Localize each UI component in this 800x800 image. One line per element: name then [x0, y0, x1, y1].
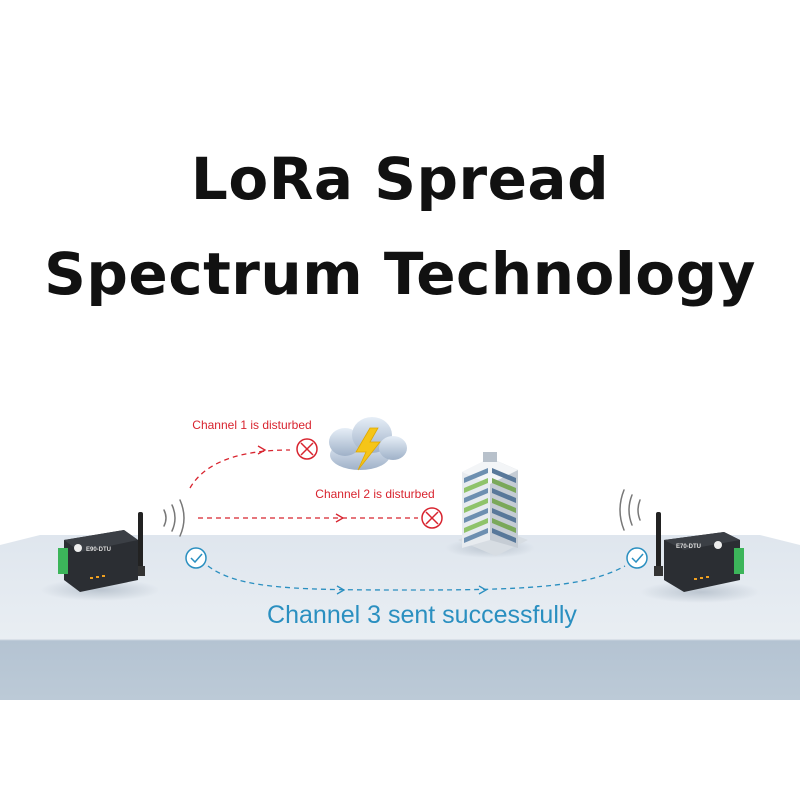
- building-window-band: [464, 478, 488, 493]
- building-window-band: [464, 528, 488, 543]
- right-lora-modem: E70-DTU: [640, 512, 760, 603]
- channel-1-label: Channel 1 is disturbed: [192, 418, 311, 432]
- left-lora-modem: E90-DTU: [40, 512, 160, 601]
- channel-1-path: [189, 445, 291, 489]
- channel-3-label: Channel 3 sent successfully: [267, 601, 577, 629]
- left-signal-waves-icon: [163, 499, 185, 537]
- channel-2-error-icon: [421, 507, 443, 529]
- channel-2-label: Channel 2 is disturbed: [315, 487, 434, 501]
- building-window-band: [464, 498, 488, 513]
- right-device-model: E70-DTU: [676, 544, 701, 550]
- right-signal-waves-icon: [619, 489, 641, 531]
- channel-1-error-icon: [296, 438, 318, 460]
- left-device-model: E90-DTU: [86, 547, 111, 553]
- channel-3-success-icon-right: [626, 547, 648, 569]
- page-title-line-2: Spectrum Technology: [44, 240, 756, 308]
- building-window-band: [464, 468, 488, 483]
- building-window-band: [464, 508, 488, 523]
- building-window-band: [464, 488, 488, 503]
- building-window-band: [492, 478, 516, 493]
- building-window-band: [492, 508, 516, 523]
- channel-3-path: [207, 565, 626, 595]
- building-window-band: [492, 528, 516, 543]
- office-building-icon: [445, 452, 535, 558]
- channel-2-path: [198, 513, 418, 523]
- page-title-line-1: LoRa Spread: [190, 145, 610, 213]
- building-window-band: [492, 498, 516, 513]
- building-window-band: [492, 518, 516, 533]
- building-window-band: [492, 468, 516, 483]
- building-window-band: [464, 518, 488, 533]
- channel-3-success-icon-left: [185, 547, 207, 569]
- building-window-band: [492, 488, 516, 503]
- storm-cloud-icon: [329, 417, 407, 471]
